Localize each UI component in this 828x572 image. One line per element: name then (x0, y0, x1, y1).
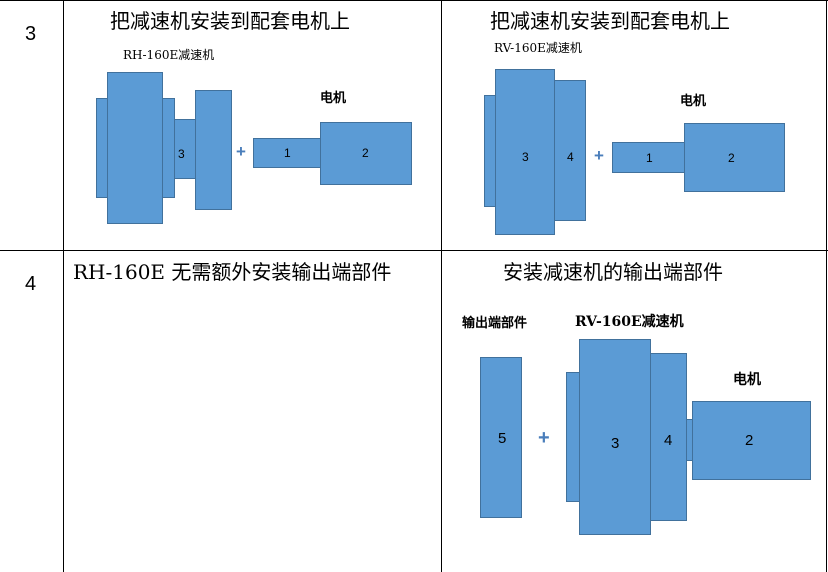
motor-label: 电机 (733, 372, 761, 388)
row-number: 4 (25, 273, 37, 295)
reducer-body (579, 339, 651, 535)
part-number-3: 3 (522, 150, 529, 164)
motor-label: 电机 (320, 91, 347, 106)
part-number-2: 2 (728, 151, 735, 165)
part-number-4: 4 (664, 432, 673, 449)
plus-sign: + (236, 142, 246, 161)
cell-title: 把减速机安装到配套电机上 (490, 9, 730, 33)
plus-sign: + (538, 427, 550, 449)
cell-title: 把减速机安装到配套电机上 (110, 9, 350, 33)
part-number-4: 4 (567, 150, 574, 164)
cell-title: RH-160E 无需额外安装输出端部件 (73, 260, 392, 284)
motor-body (320, 122, 412, 185)
part-number-3: 3 (611, 435, 620, 452)
part-number-1: 1 (284, 146, 291, 160)
plus-sign: + (594, 146, 604, 165)
table-border-right (826, 0, 827, 572)
motor-shaft (612, 142, 685, 173)
reducer-label: RV-160E减速机 (575, 314, 684, 330)
motor-label: 电机 (680, 94, 707, 109)
reducer-body (495, 69, 555, 235)
output-part-label: 输出端部件 (462, 316, 528, 331)
table-divider-col1 (63, 0, 64, 572)
motor-shaft (253, 138, 321, 168)
output-part-block (480, 357, 522, 518)
motor-body (684, 123, 785, 192)
motor-body (692, 401, 811, 480)
reducer-output-block (650, 353, 687, 521)
reducer-output-block (554, 80, 586, 221)
part-number-3: 3 (178, 147, 185, 161)
table-divider-col2 (441, 0, 442, 572)
reducer-label: RV-160E减速机 (494, 41, 582, 55)
reducer-body (107, 72, 163, 224)
part-number-1: 1 (646, 151, 653, 165)
reducer-label: RH-160E减速机 (123, 48, 215, 62)
part-number-5: 5 (498, 430, 507, 447)
cell-title: 安装减速机的输出端部件 (503, 260, 723, 284)
reducer-output-block (195, 90, 232, 210)
row-number: 3 (25, 23, 37, 45)
table-row-divider (0, 250, 828, 251)
part-number-2: 2 (745, 432, 754, 449)
table-border-top (0, 0, 828, 1)
part-number-2: 2 (362, 146, 369, 160)
